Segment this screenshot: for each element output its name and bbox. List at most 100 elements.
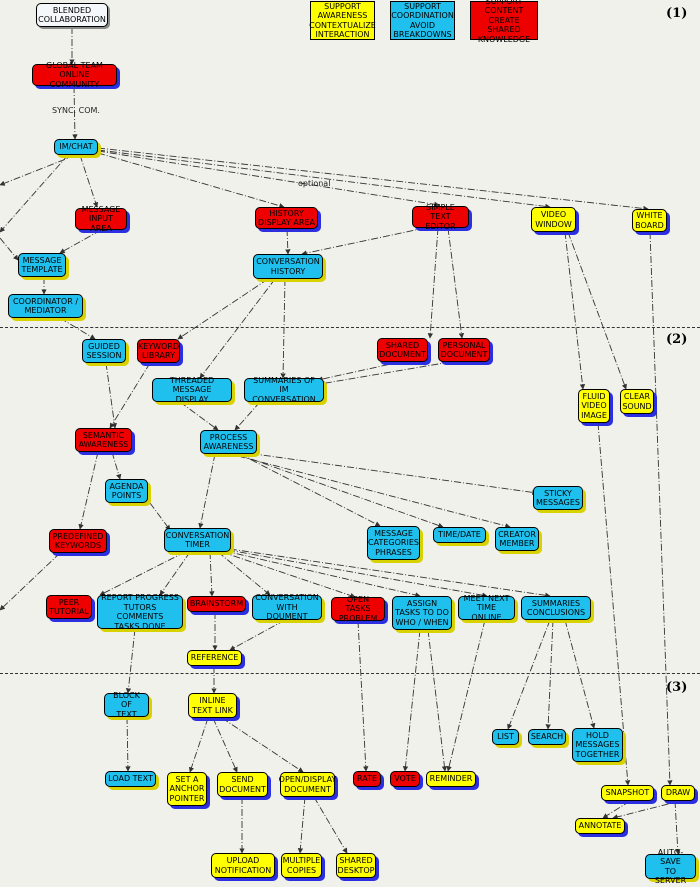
node-meet-next-time-online[interactable]: MEET NEXT TIME ONLINE — [458, 594, 515, 622]
node-personal-document[interactable]: PERSONAL DOCUMENT — [438, 338, 490, 362]
connector-37 — [159, 551, 191, 596]
connector-66 — [612, 800, 681, 820]
node-set-anchor-pointer[interactable]: SET A ANCHOR POINTER — [167, 772, 207, 806]
node-shared-document[interactable]: SHARED DOCUMENT — [377, 338, 428, 362]
node-conversation-timer[interactable]: CONVERSATION TIMER — [164, 528, 231, 552]
node-blended-collaboration[interactable]: BLENDED COLLABORATION — [36, 3, 108, 27]
node-open-tasks-problem[interactable]: OPEN TASKS PROBLEM — [331, 595, 385, 623]
connector-15 — [447, 227, 465, 339]
node-list[interactable]: LIST — [492, 729, 519, 745]
connector-55 — [297, 796, 306, 854]
node-multiple-copies[interactable]: MULTIPLE COPIES — [281, 853, 322, 878]
connector-1 — [72, 85, 78, 140]
legend-content: SUPPORT CONTENT CREATE SHARED KNOWLEDGE — [470, 0, 538, 44]
connector-23 — [567, 231, 627, 390]
node-simple-text-editor[interactable]: SIMPLE TEXT EDITOR — [412, 203, 469, 231]
node-hold-messages-together[interactable]: HOLD MESSAGES TOGETHER — [572, 728, 623, 762]
connector-12 — [59, 317, 96, 340]
node-keyword-library[interactable]: KEYWORD LIBRARY — [137, 339, 180, 363]
connector-25 — [179, 401, 219, 431]
connector-9 — [59, 229, 102, 254]
node-guided-session[interactable]: GUIDED SESSION — [82, 339, 126, 363]
node-summaries-conclusions[interactable]: SUMMARIES CONCLUSIONS — [521, 596, 591, 620]
connector-26 — [234, 401, 261, 431]
node-message-input-area[interactable]: MESSAGE INPUT AREA — [75, 205, 127, 233]
node-message-template[interactable]: MESSAGE TEMPLATE — [18, 253, 66, 277]
connector-47 — [229, 619, 286, 651]
connector-18 — [199, 278, 276, 379]
node-vote[interactable]: VOTE — [390, 771, 420, 787]
connector-19 — [280, 278, 286, 379]
node-reference[interactable]: REFERENCE — [187, 650, 242, 666]
connector-49 — [125, 628, 136, 694]
node-block-of-text[interactable]: BLOCK OF TEXT — [104, 691, 149, 719]
node-shared-desktop[interactable]: SHARED DESKTOP — [336, 853, 376, 878]
node-message-categories-phrases[interactable]: MESSAGE CATEGORIES PHRASES — [367, 526, 420, 560]
node-upload-notification[interactable]: UPLOAD NOTIFICATION — [211, 853, 275, 878]
connector-56 — [313, 796, 348, 854]
node-assign-tasks[interactable]: ASSIGN TASKS TO DO WHO / WHEN — [392, 596, 452, 630]
node-clear-sound[interactable]: CLEAR SOUND — [620, 389, 654, 414]
node-fluid-video-image[interactable]: FLUID VIDEO IMAGE — [578, 389, 610, 423]
node-brainstorm[interactable]: BRAINSTORM — [187, 596, 246, 612]
node-white-board[interactable]: WHITE BOARD — [632, 209, 667, 232]
node-annotate[interactable]: ANNOTATE — [575, 818, 625, 834]
node-rate[interactable]: RATE — [353, 771, 381, 787]
section-label-2: (2) — [666, 332, 688, 347]
connector-38 — [99, 551, 186, 596]
connector-39 — [209, 551, 215, 597]
node-load-text[interactable]: LOAD TEXT — [105, 771, 156, 787]
node-video-window[interactable]: VIDEO WINDOW — [531, 207, 576, 232]
node-open-display-document[interactable]: OPEN/DISPLAY DOCUMENT — [279, 772, 336, 797]
connector-45 — [0, 552, 61, 611]
node-coordinator-mediator[interactable]: COORDINATOR / MEDIATOR — [8, 294, 83, 318]
node-im-chat[interactable]: IM/CHAT — [54, 139, 98, 155]
edge-label-sync-com: SYNC. COM. — [52, 106, 100, 115]
node-search[interactable]: SEARCH — [528, 729, 566, 745]
connector-17 — [177, 278, 269, 340]
node-threaded-message-display[interactable]: THREADED MESSAGE DISPLAY — [152, 376, 232, 404]
node-semantic-awareness[interactable]: SEMANTIC AWARENESS — [75, 428, 132, 452]
connector-63 — [564, 619, 596, 729]
connector-43 — [227, 549, 488, 598]
connector-13 — [285, 228, 291, 255]
connector-60 — [446, 619, 486, 772]
connector-32 — [198, 453, 216, 529]
node-creator-member[interactable]: CREATOR MEMBER — [495, 527, 539, 551]
node-inline-text-link[interactable]: INLINE TEXT LINK — [188, 693, 237, 718]
connector-27 — [105, 362, 118, 429]
connector-5 — [97, 152, 285, 209]
node-process-awareness[interactable]: PROCESS AWARENESS — [200, 430, 257, 454]
connector-20 — [317, 361, 401, 382]
connector-21 — [319, 361, 451, 386]
connector-61 — [507, 619, 551, 730]
node-predefined-keywords[interactable]: PREDEFINED KEYWORDS — [49, 529, 107, 553]
section-divider-2 — [0, 327, 700, 328]
node-auto-save-to-server[interactable]: AUTO-SAVE TO SERVER — [645, 848, 696, 885]
node-conversation-with-document[interactable]: CONVERSATION WITH DOUMENT — [252, 593, 322, 621]
node-time-date[interactable]: TIME/DATE — [433, 527, 486, 543]
connector-36 — [237, 455, 511, 529]
node-conversation-history[interactable]: CONVERSATION HISTORY — [253, 254, 323, 279]
section-label-1: (1) — [666, 6, 688, 21]
edge-label-optional: optional — [298, 179, 331, 188]
node-snapshot[interactable]: SNAPSHOT — [601, 785, 654, 801]
node-agenda-points[interactable]: AGENDA POINTS — [105, 479, 148, 503]
connector-53 — [221, 717, 304, 773]
node-history-display-area[interactable]: HISTORY DISPLAY AREA — [255, 207, 318, 229]
node-peer-tutorial[interactable]: PEER TUTORIAL — [46, 595, 92, 619]
node-sticky-messages[interactable]: STICKY MESSAGES — [533, 486, 583, 510]
node-summaries-of-im-conversation[interactable]: SUMMARIES OF IM CONVERSATION — [244, 376, 324, 404]
connector-14 — [427, 227, 439, 339]
node-draw[interactable]: DRAW — [661, 785, 695, 801]
connector-6 — [97, 150, 440, 207]
legend-awareness: SUPPORT AWARENESS CONTEXTUALIZE INTERACT… — [309, 1, 376, 40]
node-send-document[interactable]: SEND DOCUMENT — [217, 772, 268, 797]
node-reminder[interactable]: REMINDER — [426, 771, 476, 787]
connector-22 — [564, 231, 586, 390]
connector-33 — [239, 451, 538, 496]
node-global-team[interactable]: GLOBAL TEAM ONLINE COMMUNITY — [32, 61, 117, 89]
node-report-progress[interactable]: REPORT PROGRESS TUTORS COMMENTS TASKS DO… — [97, 593, 183, 631]
